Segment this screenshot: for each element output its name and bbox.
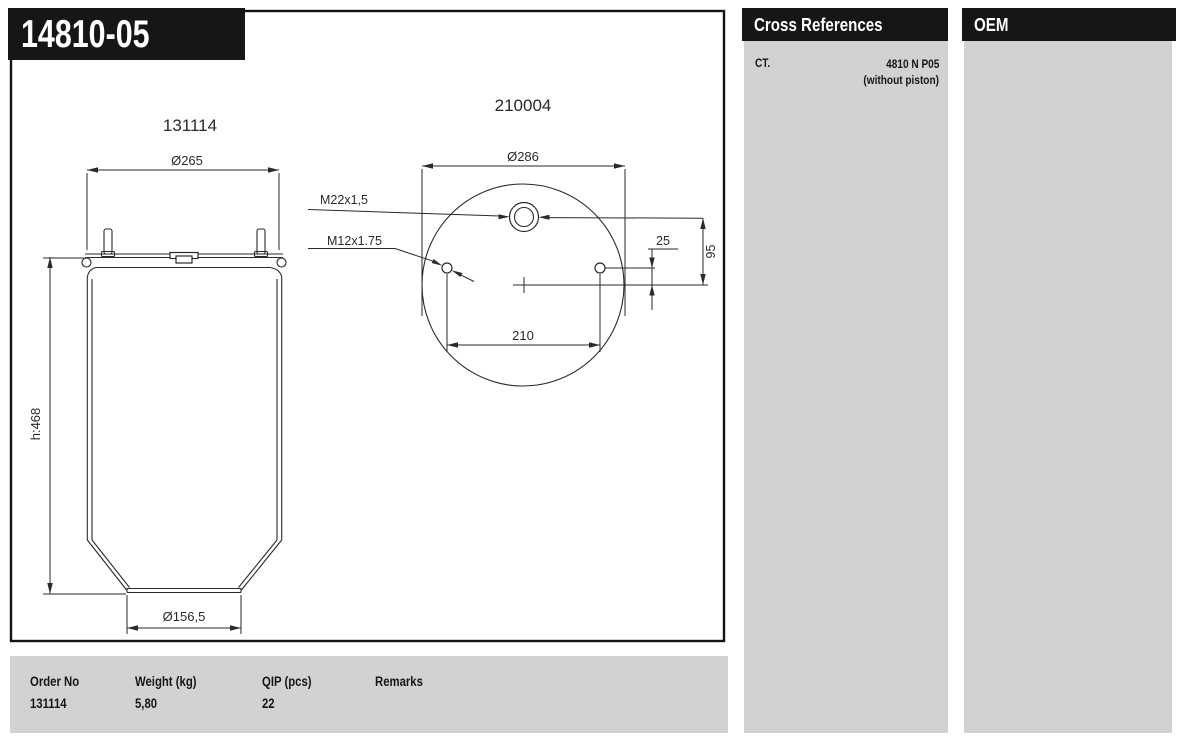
dim-offset-large: 95 bbox=[704, 245, 718, 259]
xref-row: CT. bbox=[755, 56, 773, 70]
center-hole-inner bbox=[513, 206, 535, 228]
dim-outer-diameter: Ø265 bbox=[171, 153, 203, 168]
part-number: 14810-05 bbox=[21, 13, 150, 56]
order-no-label: Order No bbox=[30, 674, 80, 689]
drawing-frame bbox=[9, 9, 726, 643]
dim-height: h:468 bbox=[28, 408, 43, 441]
side-hole-right bbox=[594, 262, 606, 274]
side-view: 131114 Ø265 bbox=[28, 116, 287, 634]
weight-label: Weight (kg) bbox=[135, 674, 197, 689]
bead-left bbox=[81, 257, 92, 268]
stud-left bbox=[103, 228, 113, 255]
cross-references-body: CT. 4810 N P05 (without piston) bbox=[744, 41, 948, 733]
top-view-label: 210004 bbox=[495, 96, 552, 115]
dim-hole-spacing: 210 bbox=[512, 328, 534, 343]
side-view-label: 131114 bbox=[163, 116, 217, 135]
cross-references-header: Cross References bbox=[742, 8, 948, 41]
oem-title: OEM bbox=[974, 15, 1009, 35]
dim-side-thread: M12x1.75 bbox=[327, 234, 382, 248]
xref-brand: CT. bbox=[755, 56, 771, 70]
info-col-qip: QIP (pcs) 22 bbox=[262, 671, 321, 715]
order-no-value: 131114 bbox=[30, 696, 67, 711]
top-view: 210004 Ø286 M22x1,5 M12x1.75 bbox=[307, 96, 718, 387]
bead-right bbox=[276, 257, 287, 268]
side-hole-left bbox=[441, 262, 453, 274]
qip-label: QIP (pcs) bbox=[262, 674, 312, 689]
xref-ref: 4810 N P05 bbox=[885, 57, 939, 71]
remarks-label: Remarks bbox=[375, 674, 423, 689]
part-number-header: 14810-05 bbox=[8, 8, 245, 60]
xref-values: 4810 N P05 (without piston) bbox=[849, 56, 939, 88]
info-col-remarks: Remarks bbox=[375, 671, 432, 715]
weight-value: 5,80 bbox=[135, 696, 158, 711]
info-col-order-no: Order No 131114 bbox=[30, 671, 89, 715]
dim-offset-small: 25 bbox=[656, 234, 670, 248]
dim-plate-diameter: Ø286 bbox=[507, 149, 539, 164]
oem-body bbox=[964, 41, 1172, 733]
qip-value: 22 bbox=[262, 696, 275, 711]
oem-header: OEM bbox=[962, 8, 1176, 41]
stud-right bbox=[256, 228, 266, 255]
info-bar: Order No 131114 Weight (kg) 5,80 QIP (pc… bbox=[10, 656, 728, 733]
info-col-weight: Weight (kg) 5,80 bbox=[135, 671, 208, 715]
xref-note: (without piston) bbox=[863, 73, 939, 87]
cross-references-title: Cross References bbox=[754, 15, 883, 35]
dim-bottom-diameter: Ø156,5 bbox=[163, 609, 206, 624]
dim-center-thread: M22x1,5 bbox=[320, 193, 368, 207]
center-hole-outer bbox=[508, 201, 540, 233]
